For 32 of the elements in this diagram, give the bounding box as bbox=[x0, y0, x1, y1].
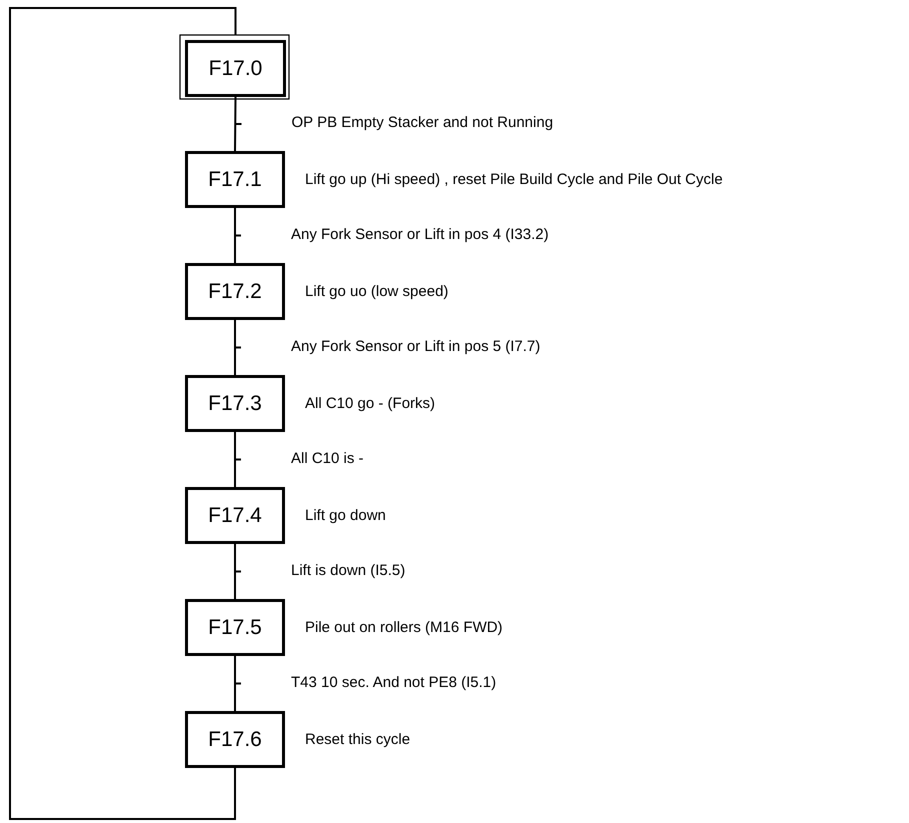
step-box bbox=[185, 375, 285, 432]
transition-condition: Any Fork Sensor or Lift in pos 4 (I33.2) bbox=[289, 226, 551, 244]
transition-condition: Any Fork Sensor or Lift in pos 5 (I7.7) bbox=[289, 338, 542, 356]
transition-condition: OP PB Empty Stacker and not Running bbox=[290, 114, 556, 132]
transition-line bbox=[234, 207, 242, 264]
step-label: F17.1 bbox=[208, 168, 262, 192]
step-label: F17.0 bbox=[208, 56, 262, 80]
step-label: F17.4 bbox=[208, 504, 262, 528]
step-box bbox=[185, 263, 285, 320]
step-box bbox=[185, 599, 285, 656]
step-box bbox=[185, 487, 285, 544]
step-box bbox=[185, 40, 286, 97]
loop-back-line bbox=[9, 7, 236, 820]
step-label: F17.6 bbox=[208, 728, 262, 752]
step-box bbox=[185, 151, 285, 208]
step-action: All C10 go - (Forks) bbox=[305, 394, 436, 412]
transition-line bbox=[234, 543, 242, 600]
transition-line bbox=[234, 655, 242, 712]
step-box bbox=[185, 711, 285, 768]
step-action: Pile out on rollers (M16 FWD) bbox=[305, 618, 503, 636]
transition-line bbox=[234, 319, 242, 376]
step-label: F17.5 bbox=[208, 616, 262, 640]
step-action: Lift go down bbox=[305, 506, 386, 524]
step-action: Reset this cycle bbox=[305, 730, 410, 748]
transition-line bbox=[234, 431, 242, 488]
step-action: Lift go up (Hi speed) , reset Pile Build Cycle and Pile Out Cycle bbox=[305, 170, 723, 188]
transition-line bbox=[234, 96, 242, 152]
step-label: F17.2 bbox=[208, 280, 262, 304]
step-label: F17.3 bbox=[208, 392, 262, 416]
transition-condition: T43 10 sec. And not PE8 (I5.1) bbox=[289, 674, 498, 692]
transition-condition: Lift is down (I5.5) bbox=[289, 562, 408, 580]
step-action: Lift go uo (low speed) bbox=[305, 282, 448, 300]
